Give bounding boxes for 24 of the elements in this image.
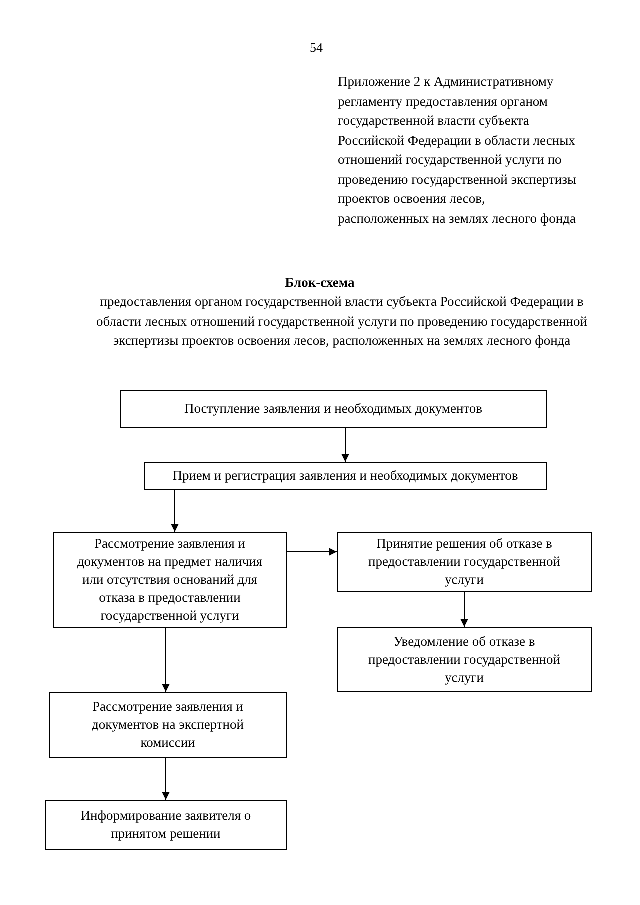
diagram-title: Блок-схема <box>284 274 356 292</box>
process-box <box>337 532 592 592</box>
box-text: Рассмотрение заявления и документов на экспертной комиссии <box>90 698 246 752</box>
arrow <box>162 758 170 800</box>
appendix-note: Приложение 2 к Административному регламенту предоставления органом государственной власти субъекта Российской Федерации в области лесных отношений государственной услуги по проведению государственной экспертизы проектов освоения лесов, расположенных на землях лесного фонда <box>338 73 578 228</box>
process-box <box>45 800 287 850</box>
page-number: 54 <box>310 39 323 57</box>
process-box <box>144 462 547 490</box>
box-text: Рассмотрение заявления и документов на предмет наличия или отсутствия оснований для отказа в предоставлении государственной услуги <box>76 535 264 625</box>
box-text: Уведомление об отказе в предоставлении государственной услуги <box>368 632 562 686</box>
arrow <box>286 548 338 556</box>
box-text: Поступление заявления и необходимых документов <box>184 400 483 418</box>
arrow <box>171 490 179 532</box>
diagram-subtitle: предоставления органом государственной власти субъекта Российской Федерации в области лесных отношений государственной услуги по проведению государственной экспертизы проектов освоения лесов, расположенных на землях лесного фонда <box>96 293 588 350</box>
arrow <box>162 628 170 692</box>
box-text: Принятие решения об отказе в предоставлении государственной услуги <box>368 535 562 589</box>
process-box <box>53 532 287 628</box>
process-box <box>337 627 592 692</box>
process-box <box>120 390 547 428</box>
box-text: Информирование заявителя о принятом решении <box>80 807 252 843</box>
arrow <box>342 428 350 462</box>
arrow <box>460 592 468 628</box>
box-text: Прием и регистрация заявления и необходимых документов <box>172 467 518 485</box>
process-box <box>49 692 287 758</box>
